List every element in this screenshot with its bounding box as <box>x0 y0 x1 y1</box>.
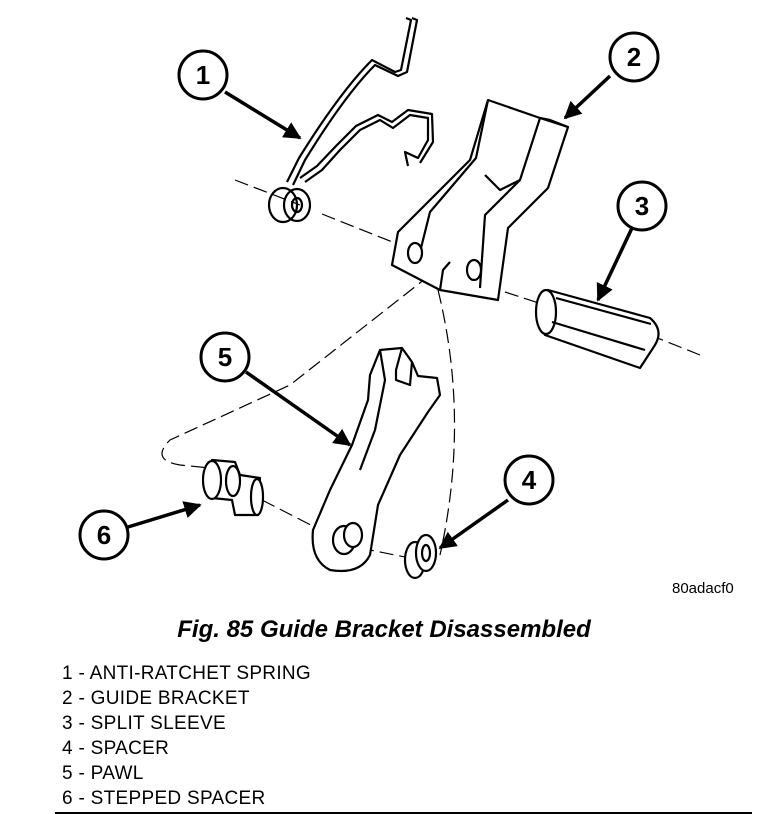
legend-item: 4 - SPACER <box>62 738 170 759</box>
callout-4: 4 <box>503 454 555 506</box>
callout-4-number: 4 <box>522 465 537 495</box>
anti-ratchet-spring <box>267 16 435 224</box>
pawl <box>311 346 442 573</box>
callout-3-number: 3 <box>635 191 649 221</box>
legend-item: 3 - SPLIT SLEEVE <box>62 713 226 734</box>
spacer <box>403 533 438 580</box>
bottom-divider <box>55 812 752 814</box>
callout-5-number: 5 <box>218 342 232 372</box>
legend-item: 6 - STEPPED SPACER <box>62 788 266 809</box>
callout-6-number: 6 <box>97 520 111 550</box>
callout-5: 5 <box>199 331 251 383</box>
callout-3: 3 <box>616 180 668 232</box>
exploded-diagram: 1 2 3 4 5 6 <box>78 16 701 580</box>
figure-reference-code: 80adacf0 <box>672 580 734 597</box>
legend-item: 2 - GUIDE BRACKET <box>62 688 250 709</box>
callout-2-number: 2 <box>627 42 641 72</box>
callout-1-number: 1 <box>196 60 210 90</box>
guide-bracket <box>390 98 570 302</box>
figure-caption: Fig. 85 Guide Bracket Disassembled <box>177 616 591 643</box>
legend-item: 5 - PAWL <box>62 763 144 784</box>
leader-arrows <box>127 74 634 550</box>
callout-1: 1 <box>177 49 229 101</box>
callout-2: 2 <box>608 31 660 83</box>
legend-item: 1 - ANTI-RATCHET SPRING <box>62 663 312 684</box>
parts-legend: 1 - ANTI-RATCHET SPRING 2 - GUIDE BRACKE… <box>62 661 311 811</box>
split-sleeve <box>534 288 660 370</box>
stepped-spacer <box>201 458 265 517</box>
callout-6: 6 <box>78 509 130 561</box>
